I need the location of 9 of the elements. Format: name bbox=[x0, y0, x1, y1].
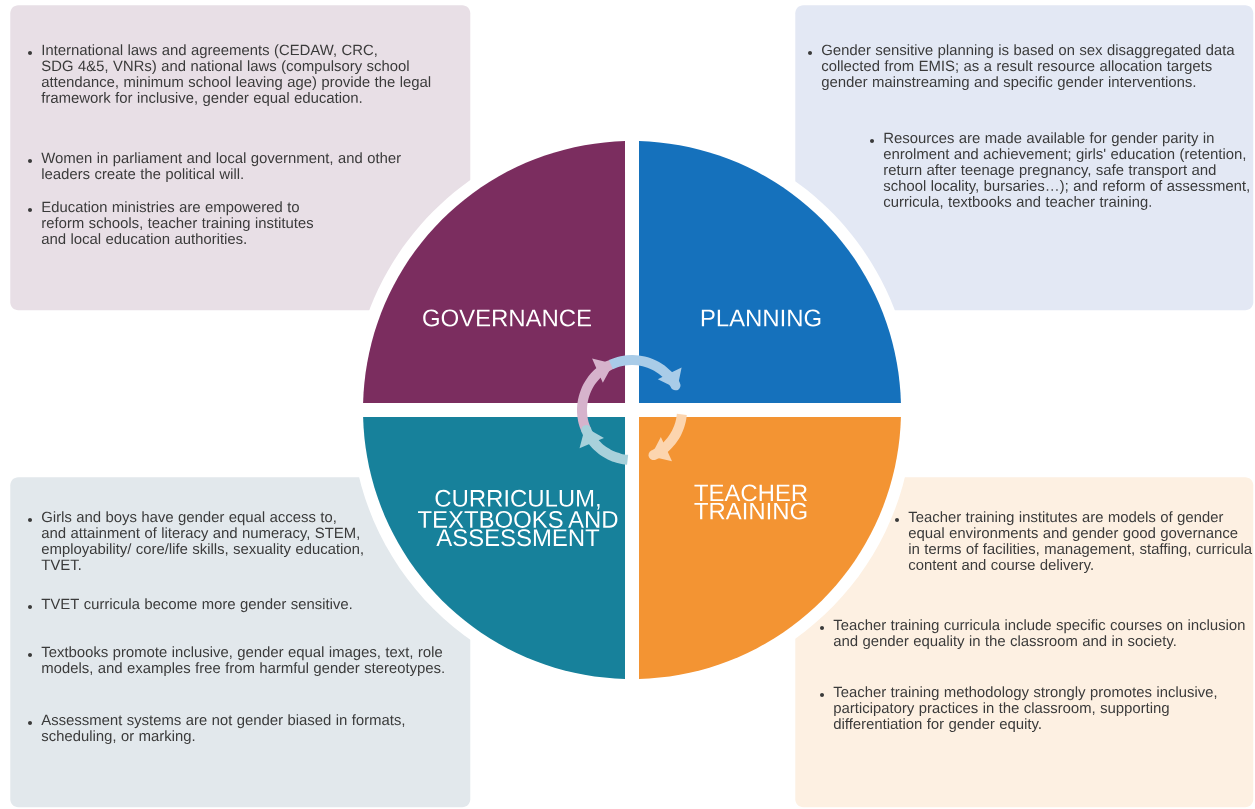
bullet-point: Education ministries are empowered to reform schools, teacher training institutes and local education authorities. bbox=[28, 201, 314, 245]
bullet-point: Teacher training methodology strongly promotes inclusive, participatory practices in the classroom, supporting differentiation for gender equity. bbox=[820, 686, 1217, 732]
bullet-point: Assessment systems are not gender biased in formats, scheduling, or marking. bbox=[28, 714, 405, 745]
bullet-point: TVET curricula become more gender sensitive. bbox=[28, 598, 352, 613]
bullet-point: Gender sensitive planning is based on sex disaggregated data collected from EMIS; as a result resource allocation targets gender mainstreaming and specific gender interventions. bbox=[808, 44, 1235, 90]
bullet-point: International laws and agreements (CEDAW, CRC, SDG 4&5, VNRs) and national laws (compulsory school attendance, minimum school leaving age) provide the legal framework for inclusive, gender equal education. bbox=[28, 44, 431, 106]
bullet-point: Girls and boys have gender equal access to, and attainment of literacy and numeracy, STEM, employability/ core/life skills, sexuality education, TVET. bbox=[28, 511, 363, 570]
text-panel bbox=[10, 5, 471, 311]
text-panel bbox=[795, 5, 1254, 311]
